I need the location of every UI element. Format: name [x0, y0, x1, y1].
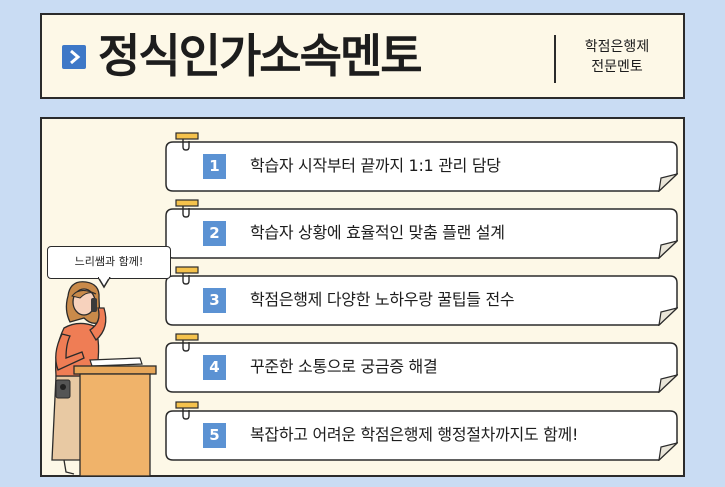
item-card — [165, 208, 678, 259]
subtitle-line-1: 학점은행제 — [584, 39, 650, 55]
speech-bubble-tail — [98, 277, 111, 289]
item-text: 학습자 상황에 효율적인 맞춤 플랜 설계 — [250, 223, 505, 242]
list-item: 4 꾸준한 소통으로 궁금증 해결 — [165, 333, 678, 393]
binder-clip-icon — [175, 333, 199, 352]
item-text: 꾸준한 소통으로 궁금증 해결 — [250, 357, 438, 376]
header-subtitle: 학점은행제 전문멘토 — [567, 37, 667, 77]
item-number-badge: 4 — [203, 355, 226, 380]
subtitle-line-2: 전문멘토 — [591, 59, 643, 75]
item-card — [165, 342, 678, 393]
item-card — [165, 410, 678, 461]
binder-clip-icon — [175, 199, 199, 218]
item-number-badge: 5 — [203, 423, 226, 448]
list-item: 5 복잡하고 어려운 학점은행제 행정절차까지도 함께! — [165, 401, 678, 461]
page-title: 정식인가소속멘토 — [98, 29, 423, 83]
header-divider — [554, 35, 556, 83]
binder-clip-icon — [175, 401, 199, 420]
binder-clip-icon — [175, 132, 199, 151]
binder-clip-icon — [175, 266, 199, 285]
item-card — [165, 275, 678, 326]
list-item: 3 학점은행제 다양한 노하우랑 꿀팁들 전수 — [165, 266, 678, 326]
item-number-badge: 3 — [203, 288, 226, 313]
item-text: 학습자 시작부터 끝까지 1:1 관리 담당 — [250, 156, 501, 175]
chevron-right-icon — [62, 45, 86, 69]
item-text: 학점은행제 다양한 노하우랑 꿀팁들 전수 — [250, 290, 515, 309]
item-text: 복잡하고 어려운 학점은행제 행정절차까지도 함께! — [250, 425, 579, 444]
item-number-badge: 2 — [203, 221, 226, 246]
list-item: 2 학습자 상황에 효율적인 맞춤 플랜 설계 — [165, 199, 678, 259]
list-item: 1 학습자 시작부터 끝까지 1:1 관리 담당 — [165, 132, 678, 192]
speech-bubble: 느리쌤과 함께! — [47, 246, 171, 279]
header-banner: 정식인가소속멘토 학점은행제 전문멘토 — [40, 13, 685, 99]
mentor-illustration — [51, 281, 157, 476]
item-number-badge: 1 — [203, 154, 226, 179]
item-card — [165, 141, 678, 192]
